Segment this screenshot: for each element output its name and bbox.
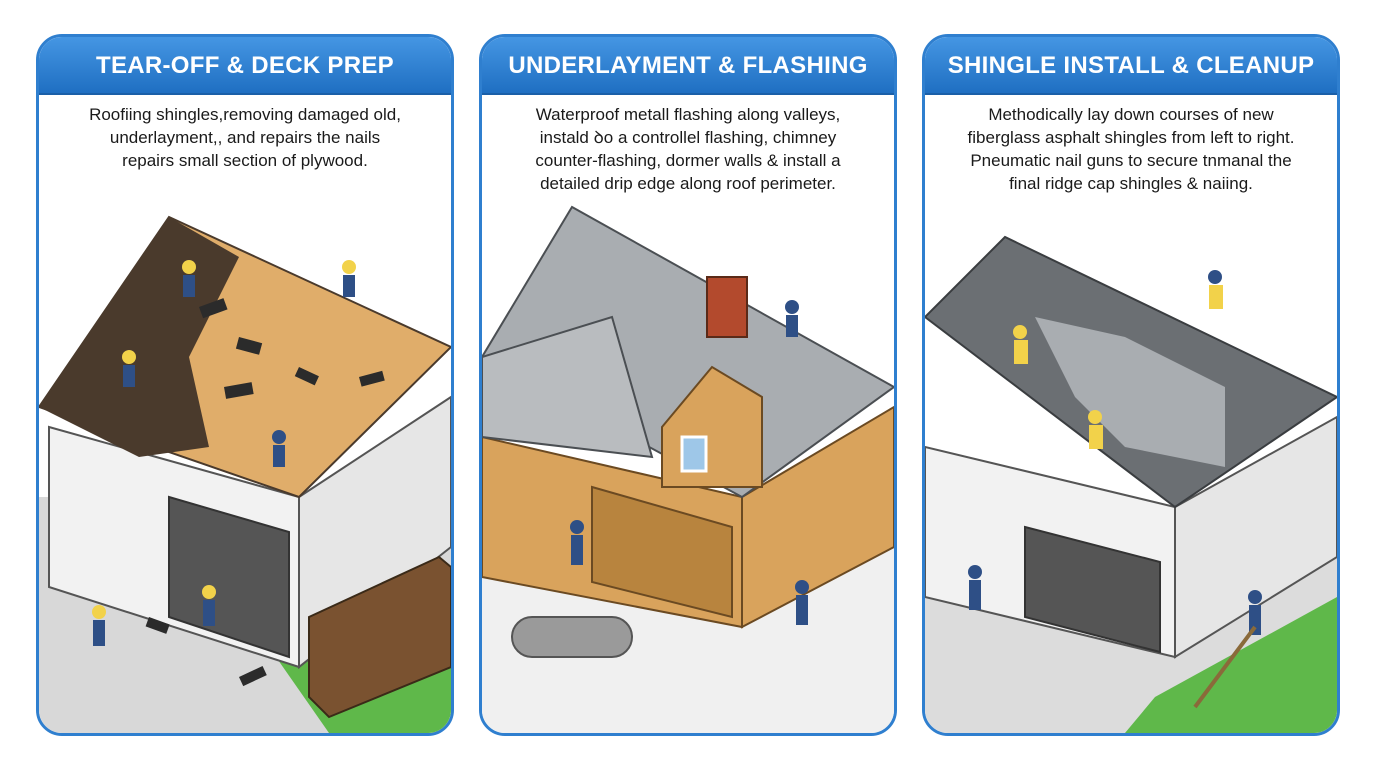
roofer-worker <box>968 270 1262 635</box>
panel-underlayment: UNDERLAYMENT & FLASHING Waterproof metal… <box>479 34 897 736</box>
tear-off-illustration <box>39 215 451 733</box>
house-side-wall <box>741 405 894 629</box>
exposed-underlayment <box>1035 317 1225 467</box>
roofer-worker <box>570 300 809 625</box>
shingle-debris <box>145 298 385 687</box>
grass <box>1125 597 1337 733</box>
panel-tear-off: TEAR-OFF & DECK PREP Roofiing shingles,r… <box>36 34 454 736</box>
garage-door <box>168 495 290 659</box>
panel-title: TEAR-OFF & DECK PREP <box>39 37 451 95</box>
panel-shingle-install: SHINGLE INSTALL & CLEANUP Methodically l… <box>922 34 1340 736</box>
chimney <box>706 276 748 338</box>
underlayment-roll <box>511 616 633 658</box>
house-side-wall <box>298 395 451 670</box>
garage-door <box>1024 525 1161 654</box>
roofer-worker <box>92 260 356 646</box>
front-gable <box>482 315 654 459</box>
panel-title: SHINGLE INSTALL & CLEANUP <box>925 37 1337 95</box>
shingle-install-illustration <box>925 235 1337 733</box>
panel-description: Roofiing shingles,removing damaged old, … <box>89 105 401 170</box>
underlayment-roof <box>482 205 894 499</box>
house-side-wall <box>1174 415 1337 659</box>
panel-description: Waterproof metall flashing along valleys… <box>535 105 841 193</box>
panel-description: Methodically lay down courses of new fib… <box>967 105 1295 193</box>
panel-title: UNDERLAYMENT & FLASHING <box>482 37 894 95</box>
dormer-window <box>680 435 708 473</box>
underlayment-illustration <box>482 205 894 733</box>
dumpster <box>308 555 451 719</box>
broom <box>1193 625 1257 709</box>
garage-door <box>591 485 733 619</box>
